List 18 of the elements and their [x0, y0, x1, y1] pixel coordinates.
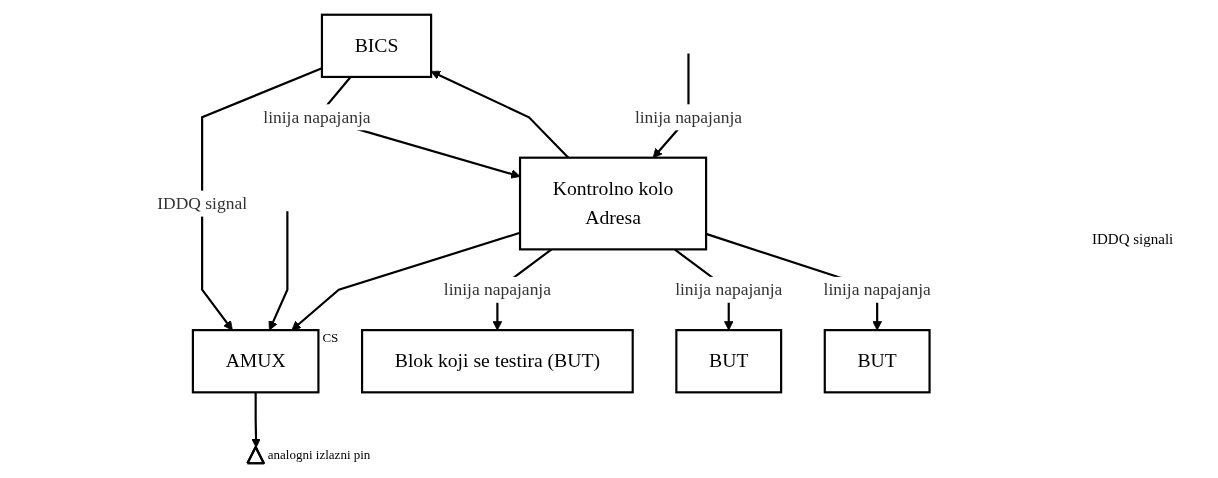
- edge-label: linija napajanja: [823, 279, 931, 299]
- edge-label: linija napajanja: [263, 107, 371, 127]
- arrow: [291, 231, 521, 331]
- edge-label: linija napajanja: [634, 107, 743, 127]
- node-caption: analogni izlazni pin: [267, 446, 371, 463]
- node-box: AMUX: [191, 329, 320, 394]
- signal-label: IDDQ signali: [1092, 230, 1175, 248]
- node-caption: CS: [322, 330, 339, 347]
- node-box: BICS: [320, 13, 433, 79]
- node-box: Blok koji se testira (BUT): [361, 329, 634, 394]
- node-box: Kontrolno kolo Adresa: [518, 156, 708, 251]
- edge-label: IDDQ signal: [157, 193, 247, 213]
- arrow: [268, 211, 289, 331]
- node-box: BUT: [675, 329, 783, 394]
- edge-label: linija napajanja: [443, 279, 551, 299]
- node-box: BUT: [823, 329, 931, 394]
- arrow: [251, 392, 261, 448]
- edge-label: linija napajanja: [675, 279, 783, 299]
